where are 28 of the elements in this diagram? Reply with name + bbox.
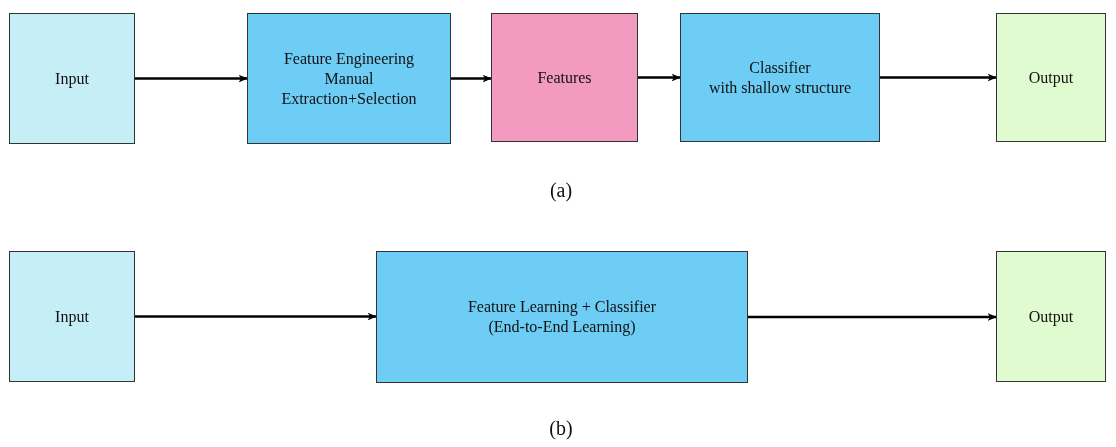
box-text: Output	[1028, 306, 1074, 327]
features-box	[491, 13, 638, 142]
arrow	[135, 74, 248, 83]
arrow	[880, 73, 997, 82]
arrow	[135, 312, 377, 321]
box-text: Classifier	[749, 57, 811, 78]
box-text: with shallow structure	[708, 77, 852, 98]
panel-label: (b)	[549, 416, 573, 441]
arrow	[451, 74, 492, 83]
box-text: Input	[55, 68, 89, 89]
box-text: Feature Learning + Classifier	[467, 297, 657, 317]
input-box	[9, 13, 135, 144]
process-box	[680, 13, 880, 142]
box-text: Output	[1028, 67, 1074, 88]
box-text: Feature Engineering	[283, 48, 415, 69]
arrow	[638, 73, 681, 82]
output-box	[996, 251, 1106, 382]
input-box	[9, 251, 135, 382]
output-box	[996, 13, 1106, 142]
box-text: Manual	[324, 68, 374, 89]
box-text: Input	[55, 306, 89, 327]
arrow	[748, 313, 997, 321]
box-text: (End-to-End Learning)	[488, 317, 636, 337]
panel-label: (a)	[549, 178, 573, 204]
process-box	[376, 251, 748, 383]
process-box	[247, 13, 451, 144]
box-text: Extraction+Selection	[281, 88, 417, 109]
box-text: Features	[537, 67, 592, 88]
